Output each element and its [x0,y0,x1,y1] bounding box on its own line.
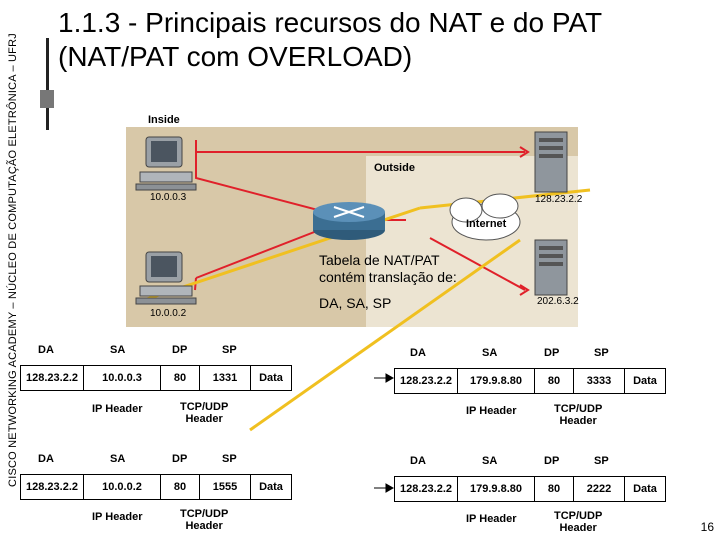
tcp-header-line2: Header [185,413,223,425]
col-sp: SP [222,453,237,465]
cell-sa: 10.0.0.2 [83,474,161,500]
outside-label: Outside [374,162,415,174]
tcp-header-line1: TCP/UDP [180,508,229,520]
tcp-header-label: TCP/UDP Header [180,401,228,425]
tcp-header-line2: Header [185,520,223,532]
router-icon [313,202,385,240]
tcp-header-label: TCP/UDP Header [554,510,602,534]
pc-icon-2 [135,251,197,305]
note-line-1: Tabela de NAT/PAT [319,252,440,268]
internet-label: Internet [466,218,507,230]
cell-sp: 3333 [573,368,625,394]
cell-dp: 80 [534,476,574,502]
table-row: 128.23.2.2 179.9.8.80 80 2222 Data [394,476,666,502]
col-da: DA [410,347,426,359]
tcp-header-line1: TCP/UDP [554,510,603,522]
col-sp: SP [594,347,609,359]
pc2-ip: 10.0.0.2 [150,308,187,319]
cell-data: Data [250,474,292,500]
cell-sa: 179.9.8.80 [457,476,535,502]
note-line-2: contém translação de: [319,269,457,285]
title-accent-bar-h [40,90,54,108]
note-line-3: DA, SA, SP [319,295,392,311]
col-sp: SP [594,455,609,467]
table-row: 128.23.2.2 10.0.0.2 80 1555 Data [20,474,292,500]
cell-sp: 1331 [199,365,251,391]
cell-da: 128.23.2.2 [20,365,84,391]
col-sa: SA [482,347,498,359]
ip-header-label: IP Header [92,403,143,415]
server-icon-1 [534,131,568,193]
col-sa: SA [482,455,498,467]
packet-table: 128.23.2.2 179.9.8.80 80 2222 Data [394,476,666,502]
col-dp: DP [544,455,560,467]
inside-label: Inside [148,114,180,126]
cell-dp: 80 [534,368,574,394]
page-number: 16 [700,520,714,534]
tcp-header-line2: Header [559,522,597,534]
cell-dp: 80 [160,474,200,500]
cell-data: Data [624,476,666,502]
col-sa: SA [110,453,126,465]
ip-header-label: IP Header [466,513,517,525]
tcp-header-label: TCP/UDP Header [554,403,602,427]
cell-data: Data [624,368,666,394]
col-dp: DP [544,347,560,359]
col-dp: DP [172,344,188,356]
nat-table-note: Tabela de NAT/PAT contém translação de: … [319,252,457,312]
col-sp: SP [222,344,237,356]
tcp-header-line1: TCP/UDP [554,403,603,415]
packet-table: 128.23.2.2 10.0.0.2 80 1555 Data [20,474,292,500]
title-accent-bar [46,38,49,130]
tcp-header-label: TCP/UDP Header [180,508,228,532]
packet-table: 128.23.2.2 10.0.0.3 80 1331 Data [20,365,292,391]
ip-header-label: IP Header [466,405,517,417]
cell-da: 128.23.2.2 [394,368,458,394]
cell-sa: 179.9.8.80 [457,368,535,394]
ip-header-label: IP Header [92,511,143,523]
cell-data: Data [250,365,292,391]
pc-icon-1 [135,136,197,191]
cell-sa: 10.0.0.3 [83,365,161,391]
tcp-header-line2: Header [559,415,597,427]
server2-ip: 202.6.3.2 [537,296,579,307]
pc1-ip: 10.0.0.3 [150,192,187,203]
table-row: 128.23.2.2 179.9.8.80 80 3333 Data [394,368,666,394]
col-dp: DP [172,453,188,465]
cell-sp: 1555 [199,474,251,500]
col-da: DA [38,453,54,465]
server1-ip: 128.23.2.2 [535,194,583,205]
packet-table: 128.23.2.2 179.9.8.80 80 3333 Data [394,368,666,394]
cell-dp: 80 [160,365,200,391]
page-title: 1.1.3 - Principais recursos do NAT e do … [58,7,602,72]
server-icon-2 [534,239,568,296]
cell-da: 128.23.2.2 [394,476,458,502]
cell-da: 128.23.2.2 [20,474,84,500]
tcp-header-line1: TCP/UDP [180,401,229,413]
internet-cloud-icon [449,193,521,241]
translation-arrows [374,373,395,493]
col-sa: SA [110,344,126,356]
col-da: DA [38,344,54,356]
cell-sp: 2222 [573,476,625,502]
col-da: DA [410,455,426,467]
table-row: 128.23.2.2 10.0.0.3 80 1331 Data [20,365,292,391]
